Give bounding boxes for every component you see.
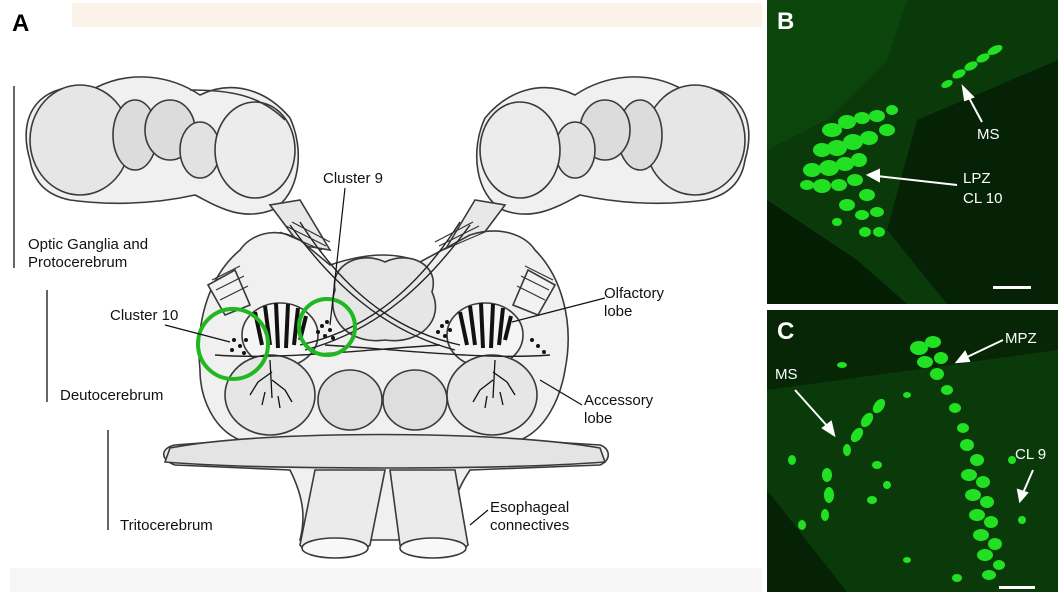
label-deutocerebrum: Deutocerebrum [60,387,163,404]
right-optic-ganglia [477,77,749,214]
panel-c-label-mpz: MPZ [1005,330,1037,348]
panel-a-brain-schematic: A Cluster 9 Cluster 10 Optic Ganglia and… [0,0,765,592]
panel-c-label-ms: MS [775,366,798,384]
left-optic-ganglia [26,77,298,214]
background-strip-bottom [10,568,762,592]
panel-c-scale-bar [999,586,1035,589]
left-central-body [318,370,382,430]
background-strip-top [72,3,762,27]
panel-a-letter: A [12,12,29,36]
panel-b-scale-bar [993,286,1031,289]
panel-b-label-cl10: CL 10 [963,190,1002,208]
label-optic-line2: Protocerebrum [28,254,127,271]
panel-c-micrograph: C MPZ MS CL 9 [767,310,1058,592]
panel-b-letter: B [777,10,794,34]
panel-b-micrograph: B MS LPZ CL 10 [767,0,1058,304]
panel-c-label-cl9: CL 9 [1015,446,1046,464]
panel-b-label-ms: MS [977,126,1000,144]
right-central-body [383,370,447,430]
label-accessory-line1: Accessory [584,392,653,409]
label-accessory-line2: lobe [584,410,612,427]
label-olfactory-line1: Olfactory [604,285,664,302]
label-optic-line1: Optic Ganglia and [28,236,148,253]
panel-b-image [767,0,1058,304]
label-cluster-10: Cluster 10 [110,307,178,324]
label-olfactory-line2: lobe [604,303,632,320]
right-accessory-lobe [447,355,537,435]
label-cluster-9: Cluster 9 [323,170,383,187]
panel-c-letter: C [777,320,794,344]
label-esophageal-line1: Esophageal [490,499,569,516]
label-esophageal-line2: connectives [490,517,569,534]
panel-b-label-lpz: LPZ [963,170,991,188]
tritocerebrum-band [165,435,605,469]
label-tritocerebrum: Tritocerebrum [120,517,213,534]
